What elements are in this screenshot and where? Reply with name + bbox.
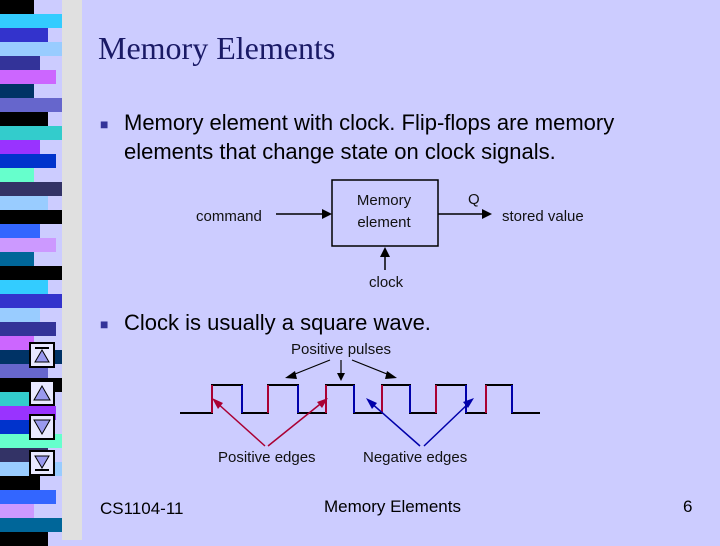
stripe-segment <box>0 84 34 98</box>
slide-title: Memory Elements <box>98 30 336 66</box>
nav-prev-icon <box>33 384 51 401</box>
stripe-segment <box>0 98 62 112</box>
nav-first-button[interactable] <box>29 342 55 368</box>
memory-element-label: Memory element <box>356 192 412 231</box>
pulse-arrowhead-right <box>385 371 397 379</box>
pulse-arrowhead-mid <box>337 373 345 381</box>
bullet-marker: ■ <box>100 316 109 332</box>
stripe-segment <box>0 336 34 350</box>
stripe-segment <box>0 28 48 42</box>
stripe-segment <box>0 504 34 518</box>
nav-first-icon <box>34 347 50 363</box>
stripe-segment <box>0 196 48 210</box>
bullet-text-2: Clock is usually a square wave. <box>124 310 431 335</box>
stripe-segment <box>0 168 34 182</box>
stripe-segment <box>0 476 40 490</box>
stripe-segment <box>0 490 56 504</box>
stripe-segment <box>0 294 70 308</box>
stripe-segment <box>0 518 62 532</box>
stripe-segment <box>0 238 56 252</box>
negative-edges-label: Negative edges <box>363 449 468 466</box>
pulse-arrowhead-left <box>285 371 297 379</box>
stripe-segment <box>0 322 56 336</box>
output-arrowhead <box>482 209 492 219</box>
stripe-segment <box>0 266 62 280</box>
stripe-segment <box>0 210 70 224</box>
input-arrowhead <box>322 209 332 219</box>
nav-next-button[interactable] <box>29 414 55 440</box>
positive-edges-label: Positive edges <box>218 449 316 466</box>
clock-label: clock <box>369 274 404 291</box>
stripe-segment <box>0 56 40 70</box>
positive-pulses-label: Positive pulses <box>291 341 392 358</box>
stripe-segment <box>0 70 56 84</box>
stripe-segment <box>0 252 34 266</box>
stripe-segment <box>0 126 70 140</box>
stripe-segment <box>0 182 62 196</box>
stripe-segment <box>0 140 40 154</box>
footer-course: CS1104-11 <box>100 499 184 518</box>
input-label: command <box>196 208 262 225</box>
stripe-segment <box>0 280 48 294</box>
stripe-segment <box>0 112 48 126</box>
nav-prev-button[interactable] <box>29 380 55 406</box>
stripe-band <box>62 0 82 540</box>
stripe-segment <box>0 42 70 56</box>
output-q-label: Q <box>468 191 480 208</box>
stripe-segment <box>0 14 62 28</box>
decorative-stripe <box>0 0 82 546</box>
output-label: stored value <box>502 208 584 225</box>
stripe-segment <box>0 224 40 238</box>
nav-last-button[interactable] <box>29 450 55 476</box>
clock-arrowhead <box>380 247 390 257</box>
footer-topic: Memory Elements <box>324 497 461 516</box>
stripe-segment <box>0 154 56 168</box>
stripe-segment <box>0 0 34 14</box>
memory-element-box <box>331 179 439 247</box>
nav-next-icon <box>33 419 51 436</box>
nav-last-icon <box>34 455 50 471</box>
bullet-text-1: Memory element with clock. Flip-flops ar… <box>124 110 615 164</box>
stripe-segment <box>0 308 40 322</box>
square-wave <box>180 384 540 414</box>
page-number: 6 <box>683 497 693 516</box>
bullet-marker: ■ <box>100 116 109 132</box>
stripe-segment <box>0 420 34 434</box>
